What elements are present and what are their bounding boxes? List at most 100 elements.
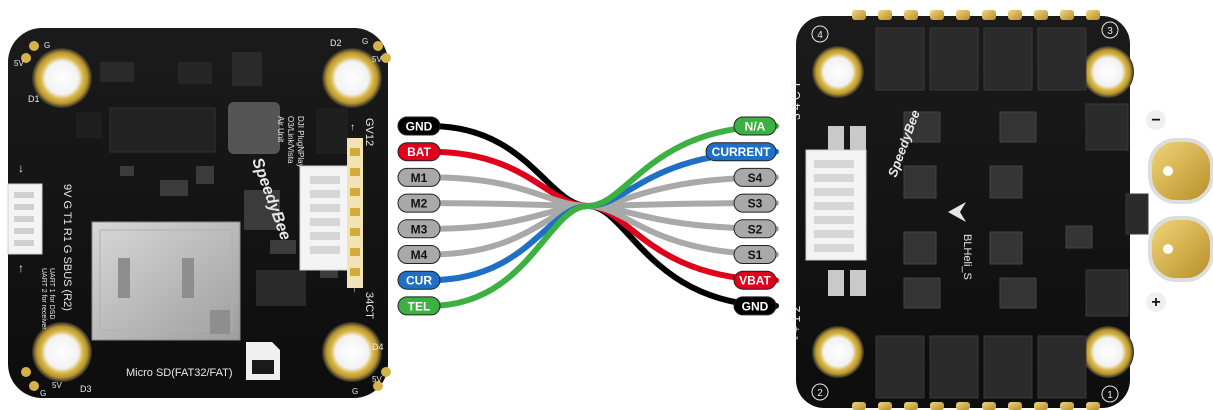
right-wire-label-vbat: VBAT	[733, 270, 777, 290]
arrow-up-icon: ↑	[352, 284, 357, 295]
flight-controller-board: Micro SD(FAT32/FAT) SpeedyBee DJI PlugNP…	[7, 28, 391, 398]
uart-note-2: UART 2 for receiver	[40, 268, 47, 330]
esc-mosfets-top	[875, 27, 1087, 91]
wire-label-text: VBAT	[739, 274, 771, 288]
fc-mount-hole	[32, 48, 92, 108]
led-label: D2	[330, 38, 342, 48]
pad-label: G	[352, 387, 358, 396]
left-wire-label-bat: BAT	[397, 142, 441, 162]
wire-cur	[427, 148, 779, 284]
wire-m1	[427, 174, 779, 258]
motor-number: 3	[1107, 26, 1113, 37]
esc-label-34ct: 3 4 C T	[789, 80, 803, 120]
esc-board: − + SpeedyBee BLHeli_S 3 4 C T - + 1 2 4…	[789, 10, 1213, 410]
wire-label-text: M2	[411, 197, 428, 211]
right-wire-label-s2: S2	[733, 219, 777, 239]
pad-label: G	[362, 37, 368, 46]
arrow-down-icon: ↓	[18, 161, 24, 175]
arrow-up-icon: ↑	[350, 122, 355, 133]
pad-label: 5V	[14, 59, 24, 68]
fc-chip	[109, 107, 216, 153]
plus-icon	[1146, 292, 1166, 312]
motor-number-badges: 4 3 2 1	[811, 21, 1119, 403]
right-wire-label-n-a: N/A	[733, 116, 777, 136]
fc-mount-hole	[322, 48, 382, 108]
right-wire-label-current: CURRENT	[705, 142, 777, 162]
uart-note-1: UART 1 for DSD	[48, 268, 55, 319]
led-label: D4	[372, 342, 384, 352]
wire-label-pill	[397, 167, 441, 187]
wire-label-text: S3	[748, 197, 763, 211]
fc-corner-pads	[21, 41, 391, 391]
dji-text-3: Air Unit	[276, 116, 285, 143]
sd-label: Micro SD(FAT32/FAT)	[126, 367, 233, 379]
esc-mount-hole	[1082, 46, 1134, 98]
wire-label-pill	[397, 142, 441, 162]
esc-firmware: BLHeli_S	[961, 234, 973, 280]
wire-label-text: GND	[406, 120, 433, 134]
pad-label: 5V	[372, 55, 382, 64]
pad-label: G	[44, 41, 50, 50]
dji-text-1: DJI PlugNPlay	[296, 116, 305, 168]
esc-pcb	[796, 16, 1130, 408]
right-wire-label-s1: S1	[733, 245, 777, 264]
wire-bat	[427, 148, 779, 284]
esc-mount-hole	[812, 46, 864, 98]
fc-port-bottom: 34CT	[363, 292, 375, 319]
left-wire-label-gnd: GND	[397, 116, 441, 136]
wire-label-pill	[733, 296, 777, 316]
wire-label-pill	[397, 116, 441, 136]
wire-label-pill	[397, 270, 441, 290]
fc-mount-hole	[322, 322, 382, 382]
left-wire-label-m2: M2	[397, 193, 441, 213]
led-label: D3	[80, 384, 92, 394]
uart-pins-label: 9V G T1 R1 G SBUS (R2)	[61, 184, 73, 311]
right-wire-label-s3: S3	[733, 193, 777, 213]
speedybee-logo-icon	[948, 202, 966, 222]
esc-mosfets-bottom	[875, 335, 1087, 399]
wire-label-pill	[733, 116, 777, 136]
plus-symbol: +	[1151, 294, 1160, 311]
wire-label-text: CURRENT	[712, 145, 771, 159]
motor-number: 4	[817, 30, 823, 41]
fc-port-top: GV12	[363, 118, 375, 146]
sd-card-icon	[246, 342, 280, 380]
esc-mount-hole	[812, 326, 864, 378]
wire-label-pill	[397, 193, 441, 213]
wire-label-text: N/A	[745, 120, 766, 134]
wire-label-pill	[733, 193, 777, 213]
wire-label-text: S4	[748, 171, 763, 185]
wire-label-text: GND	[742, 299, 769, 313]
esc-motor-pads	[852, 10, 1100, 410]
arrow-up-icon: ↑	[18, 261, 24, 275]
minus-symbol: −	[1151, 112, 1160, 129]
wire-label-text: BAT	[407, 145, 431, 159]
wire-label-pill	[733, 270, 777, 290]
wire-tel	[427, 123, 779, 309]
wire-label-text: CUR	[406, 274, 432, 288]
left-wire-label-m3: M3	[397, 219, 441, 239]
wire-label-pill	[397, 296, 441, 316]
wire-label-pill	[733, 245, 777, 264]
fc-mount-hole	[32, 322, 92, 382]
pad-label: 5V	[52, 381, 62, 390]
wire-label-text: M3	[411, 222, 428, 236]
wire-m4	[427, 174, 779, 258]
left-wire-label-m4: M4	[397, 245, 441, 264]
wire-label-text: M4	[411, 248, 428, 262]
wire-label-text: S1	[748, 248, 763, 262]
wire-label-text: S2	[748, 222, 763, 236]
right-wire-label-s4: S4	[733, 167, 777, 187]
dji-text-2: O3/Link/Vista	[286, 116, 295, 164]
fc-regulator	[232, 52, 262, 86]
minus-icon	[1146, 110, 1166, 130]
esc-battery-pads	[1148, 138, 1213, 282]
right-wire-label-gnd: GND	[733, 296, 777, 316]
motor-number: 2	[817, 388, 823, 399]
pad-label: 5V	[372, 375, 382, 384]
wire-label-pill	[733, 219, 777, 239]
led-label: D1	[28, 94, 40, 104]
motor-number: 1	[1107, 390, 1113, 401]
